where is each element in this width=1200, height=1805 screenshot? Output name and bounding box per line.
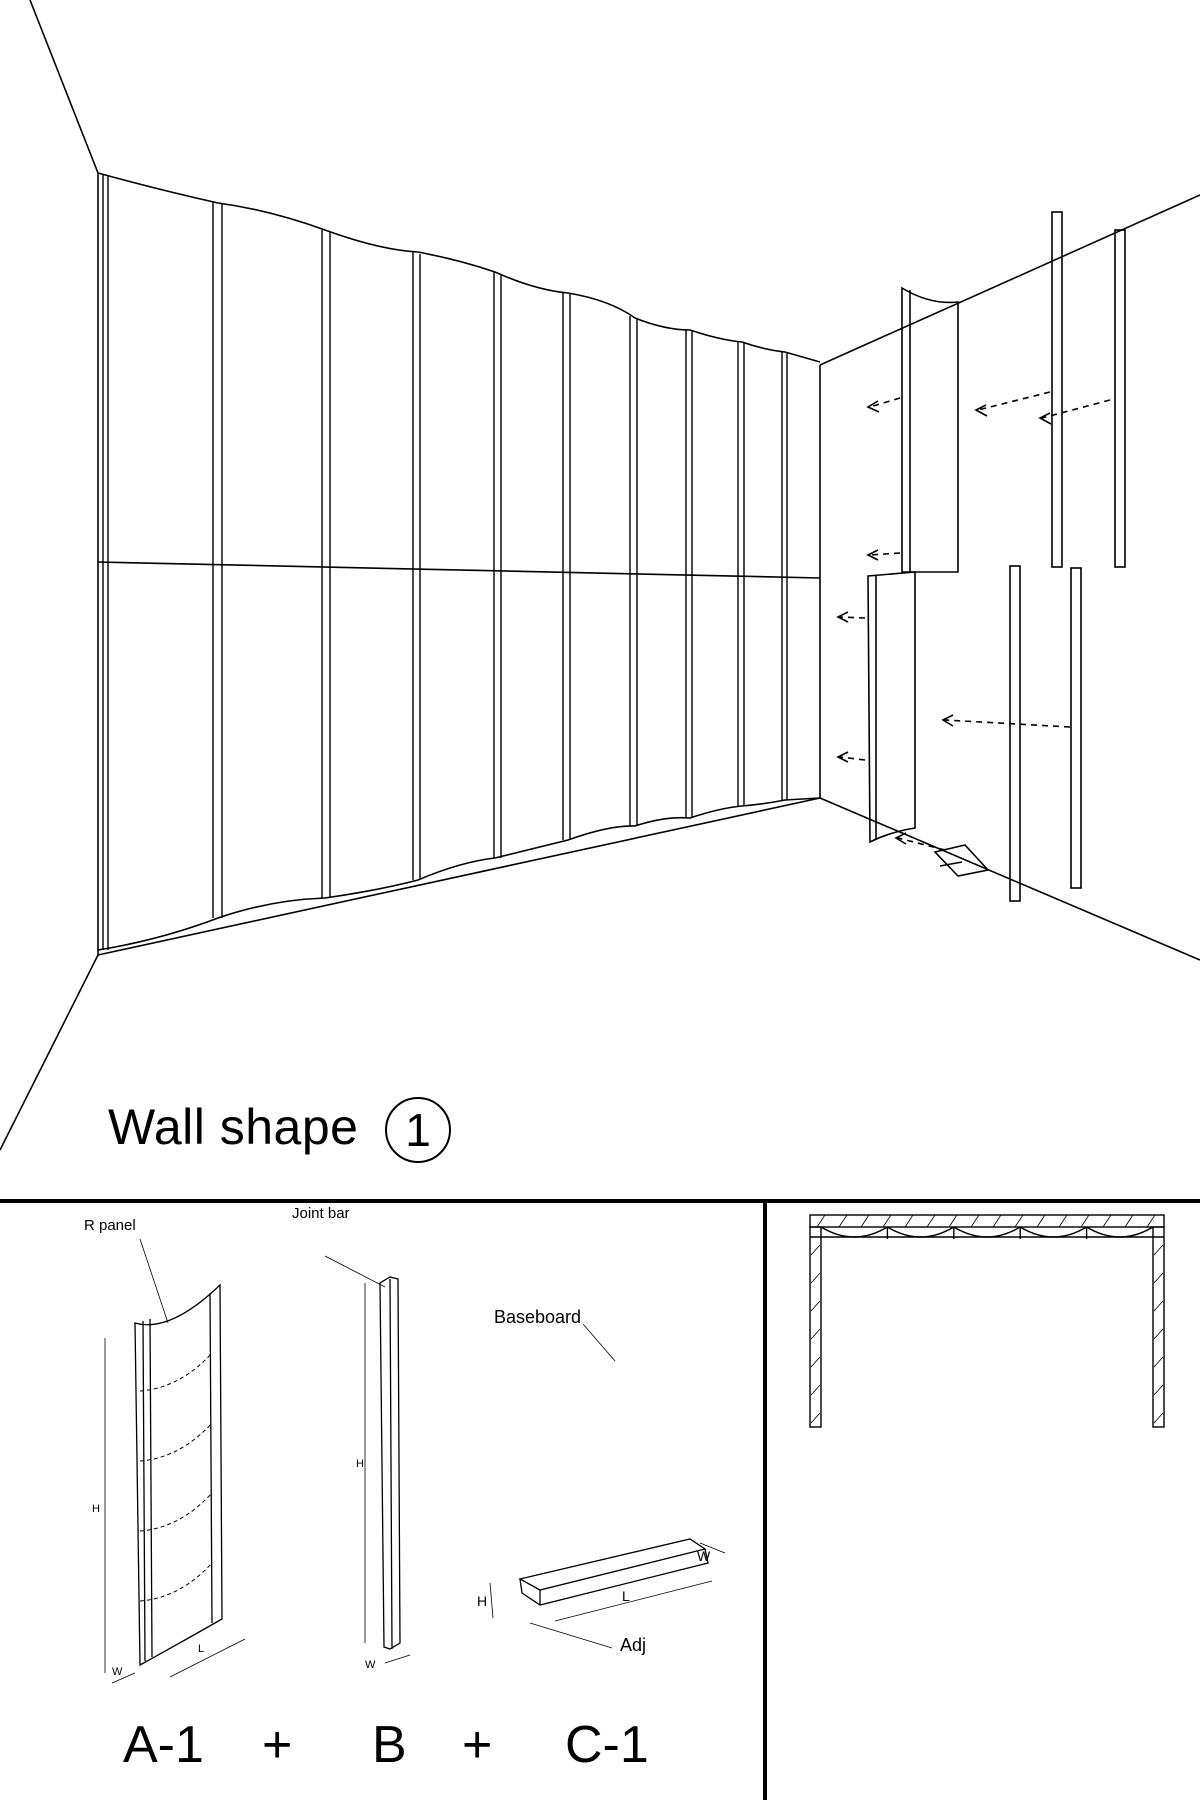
ceiling-edge-right	[819, 194, 1200, 366]
exploded-panel-lower	[867, 571, 916, 844]
exploded-panel-upper	[901, 286, 959, 573]
joint-bar-dim-h: H	[356, 1458, 364, 1470]
wall-shape-number: 1	[405, 1104, 431, 1156]
components-drawing	[104, 1238, 726, 1684]
formula-c: C-1	[565, 1716, 649, 1774]
floor-edge-back	[97, 797, 821, 956]
baseboard-drawing	[489, 1538, 726, 1622]
exploded-baseboard	[933, 844, 990, 877]
panel-base-curve	[97, 797, 821, 951]
joint-bar-leader	[324, 1255, 386, 1288]
r-panel-drawing	[104, 1283, 246, 1684]
panel-top-curve	[97, 172, 821, 363]
section-view	[767, 1203, 1200, 1800]
formula-plus-2: +	[462, 1716, 493, 1774]
adj-leader	[529, 1622, 613, 1649]
joint-bar-dim-w: W	[365, 1659, 376, 1671]
panel-joint-line	[97, 561, 821, 579]
perspective-drawing	[0, 0, 1200, 1151]
exploded-joint-bar-1	[1051, 211, 1063, 568]
baseboard-dim-l: L	[622, 1588, 630, 1604]
wall-shape-number-circle: 1	[385, 1097, 451, 1163]
formula-a: A-1	[123, 1716, 204, 1774]
baseboard-leader	[582, 1323, 616, 1362]
baseboard-label: Baseboard	[494, 1307, 582, 1327]
exploded-joint-bar-4	[1070, 567, 1082, 889]
ceiling-edge-left	[29, 0, 99, 174]
r-panel-leader	[139, 1238, 169, 1324]
section-left-wall	[809, 1226, 822, 1428]
exploded-joint-bar-3	[1009, 565, 1021, 902]
joint-bar-label: Joint bar	[292, 1205, 350, 1222]
vertical-divider	[763, 1200, 767, 1800]
components-panel: R panel Joint bar Baseboard Adj H L W H …	[0, 1203, 764, 1800]
r-panel-label: R panel	[84, 1217, 136, 1234]
r-panel-dim-w: W	[112, 1666, 123, 1678]
exploded-joint-bar-2	[1114, 229, 1126, 568]
arrow-heads	[836, 400, 1052, 845]
r-panel-dim-h: H	[92, 1503, 100, 1515]
floor-edge-left	[0, 954, 99, 1151]
adj-label: Adj	[620, 1635, 647, 1655]
baseboard-dim-w: W	[697, 1548, 711, 1564]
section-band-hatch	[816, 1214, 1156, 1228]
wall-shape-title: Wall shape	[108, 1099, 359, 1155]
horizontal-divider	[0, 1199, 1200, 1203]
section-right-wall	[1152, 1226, 1165, 1428]
formula-plus-1: +	[262, 1716, 293, 1774]
section-top-band	[809, 1214, 1165, 1228]
baseboard-dim-h: H	[477, 1593, 488, 1609]
joint-bar-drawing	[364, 1276, 411, 1664]
perspective-view	[0, 0, 1200, 1151]
section-curved-panels	[820, 1226, 1154, 1238]
r-panel-dim-l: L	[198, 1643, 205, 1655]
section-wall-hatch	[810, 1244, 1164, 1424]
section-drawing	[809, 1214, 1165, 1428]
assembly-arrows	[839, 391, 1111, 851]
panel-joints	[102, 174, 788, 950]
formula-b: B	[372, 1716, 407, 1774]
